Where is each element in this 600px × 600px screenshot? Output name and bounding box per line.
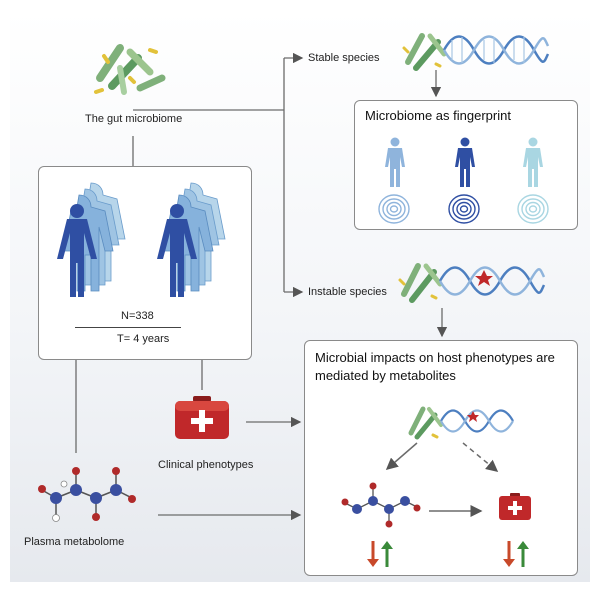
- fingerprint-light-icon: [378, 194, 410, 224]
- fingerprint-pale-icon: [517, 194, 549, 224]
- impact-molecule-icon: [341, 482, 421, 528]
- clinical-phenotypes-label: Clinical phenotypes: [158, 459, 254, 471]
- fingerprint-box: Microbiome as fingerprint: [354, 100, 578, 230]
- person-pale-icon: [523, 137, 543, 187]
- phenotype-down-arrow-icon: [503, 541, 515, 567]
- stable-species-dna-icon: [402, 33, 550, 71]
- metabolome-molecule-icon: [38, 467, 136, 522]
- medical-kit-icon: [175, 396, 229, 439]
- figure-canvas: The gut microbiome Stable species Microb…: [10, 10, 590, 582]
- metabolite-down-arrow-icon: [367, 541, 379, 567]
- impact-medical-kit-icon: [499, 493, 531, 520]
- plasma-metabolome-label: Plasma metabolome: [24, 536, 125, 548]
- impact-dna-icon: [408, 406, 514, 440]
- person-light-icon: [385, 137, 405, 187]
- impact-box-title-line1: Microbial impacts on host phenotypes are: [315, 350, 555, 365]
- person-dark-icon: [455, 137, 475, 187]
- stable-species-label: Stable species: [308, 52, 380, 64]
- impact-box-title-line2: mediated by metabolites: [315, 368, 456, 383]
- fingerprint-dark-icon: [448, 194, 480, 224]
- dna-to-phenotype-dashed-arrow: [462, 442, 499, 472]
- impact-box: Microbial impacts on host phenotypes are…: [304, 340, 578, 576]
- cohort-size-label: N=338: [121, 310, 154, 322]
- gut-microbiome-label: The gut microbiome: [85, 113, 183, 125]
- cohort-group-right-icon: [157, 182, 226, 297]
- timeline-line: [75, 327, 181, 328]
- gut-microbiome-bacteria-icon: [94, 44, 166, 95]
- cohort-group-left-icon: [57, 182, 126, 297]
- mutation-star-icon: [475, 270, 493, 286]
- instable-species-dna-icon: [398, 263, 546, 303]
- phenotype-up-arrow-icon: [517, 541, 529, 567]
- cohort-box: N=338 T= 4 years: [38, 166, 252, 360]
- metabolite-up-arrow-icon: [381, 541, 393, 567]
- instable-species-label: Instable species: [308, 286, 387, 298]
- connector-lines: [75, 52, 448, 521]
- cohort-duration-label: T= 4 years: [117, 333, 170, 345]
- impact-diagram: [341, 442, 531, 567]
- dna-to-metabolite-arrow: [385, 442, 418, 470]
- fingerprint-box-title: Microbiome as fingerprint: [365, 108, 511, 123]
